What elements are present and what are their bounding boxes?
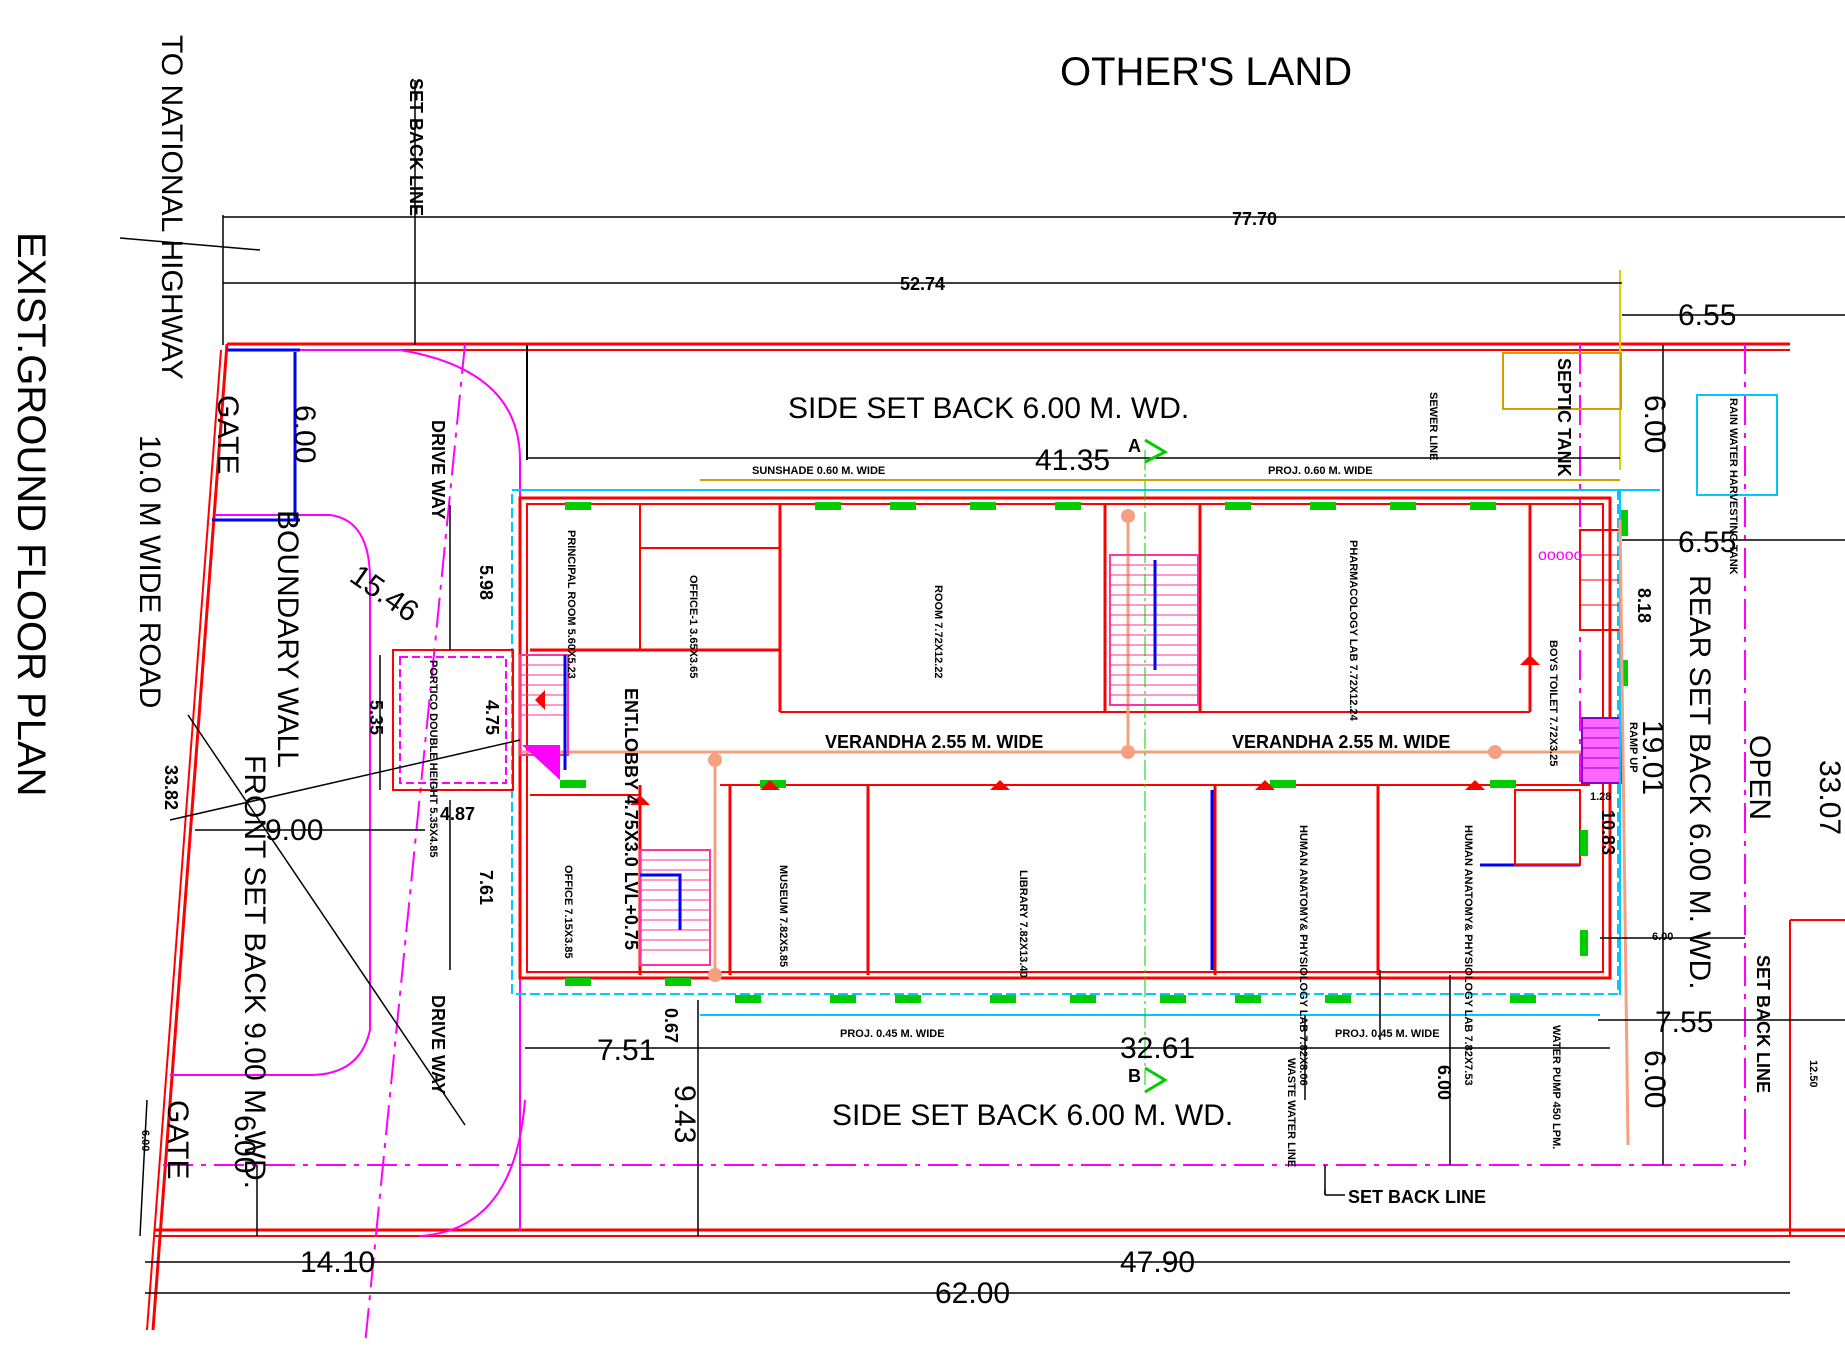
gate-bottom: GATE bbox=[161, 1100, 194, 1179]
proj-bottom-right: PROJ. 0.45 M. WIDE bbox=[1335, 1028, 1440, 1040]
proj-top: PROJ. 0.60 M. WIDE bbox=[1268, 465, 1373, 477]
section-a-arrow bbox=[1144, 438, 1169, 464]
dim-6-00-rear: 6.00 bbox=[1638, 395, 1671, 453]
dim-10-83: 10.83 bbox=[1598, 810, 1618, 855]
dim-12-50: 12.50 bbox=[1807, 1060, 1819, 1088]
plan-title: EXIST.GROUND FLOOR PLAN bbox=[9, 232, 53, 797]
dim-6-00-wall: 6.00 bbox=[1434, 1065, 1454, 1100]
dim-41-35: 41.35 bbox=[1035, 444, 1110, 477]
dim-7-51: 7.51 bbox=[597, 1034, 655, 1067]
site-boundary bbox=[146, 342, 1845, 1331]
drive-way-bottom: DRIVE WAY bbox=[428, 995, 448, 1094]
dim-6-00-bottom: 6.00 bbox=[1638, 1050, 1671, 1108]
dim-6-55-b: 6.55 bbox=[1678, 526, 1736, 559]
setback-lines bbox=[163, 343, 1746, 1346]
dim-62-00: 62.00 bbox=[935, 1277, 1010, 1310]
rain-water-tank: RAIN WATER HARVESTING TANK bbox=[1727, 398, 1739, 575]
drive-way-top: DRIVE WAY bbox=[428, 420, 448, 519]
dim-32-61: 32.61 bbox=[1120, 1032, 1195, 1065]
rain-water-box bbox=[1696, 394, 1778, 496]
dim-7-61: 7.61 bbox=[476, 870, 496, 905]
verandha-left: VERANDHA 2.55 M. WIDE bbox=[825, 732, 1043, 752]
dim-19-01: 19.01 bbox=[1636, 720, 1669, 795]
side-setback-bottom: SIDE SET BACK 6.00 M. WD. bbox=[832, 1099, 1233, 1132]
dim-5-35: 5.35 bbox=[366, 700, 386, 735]
open-label: OPEN bbox=[1743, 735, 1776, 820]
septic-tank-box bbox=[1502, 352, 1622, 410]
dim-6-00-gate: 6.00 bbox=[288, 405, 321, 463]
rear-setback: REAR SET BACK 6.00 M. WD. bbox=[1683, 575, 1716, 990]
sunshade: SUNSHADE 0.60 M. WIDE bbox=[752, 465, 885, 477]
dim-6-00-front: 6.00 bbox=[228, 1115, 261, 1173]
dim-8-18: 8.18 bbox=[1634, 588, 1654, 623]
setback-line-right: SET BACK LINE bbox=[1753, 955, 1773, 1093]
gate-arrows bbox=[212, 348, 300, 522]
room-room: ROOM 7.72X12.22 bbox=[932, 585, 944, 679]
room-library: LIBRARY 7.82X13.40 bbox=[1017, 870, 1029, 978]
boundary-wall: BOUNDARY WALL bbox=[271, 510, 304, 768]
section-b-arrow bbox=[1144, 1066, 1168, 1094]
room-hap1: HUMAN ANATOMY& PHYSIOLOGY LAB 7.82X8.06 bbox=[1297, 825, 1309, 1086]
side-setback-top: SIDE SET BACK 6.00 M. WD. bbox=[788, 392, 1189, 425]
dim-6-00-gate-bottom: 6.00 bbox=[139, 1130, 151, 1151]
road-label: 10.0 M WIDE ROAD bbox=[133, 435, 166, 708]
water-pump: WATER PUMP 450 LPM. bbox=[1550, 1025, 1562, 1149]
room-boys-toilet: BOYS TOILET 7.72X3.25 bbox=[1547, 640, 1559, 766]
front-setback: FRONT SET BACK 9.00 M. WD. bbox=[238, 755, 271, 1189]
room-hap2: HUMAN ANATOMY& PHYSIOLOGY LAB 7.82X7.53 bbox=[1462, 825, 1474, 1086]
setback-line-label-top: SET BACK LINE bbox=[406, 78, 426, 216]
svg-text:ooooo: ooooo bbox=[1538, 547, 1583, 564]
drive-way bbox=[170, 349, 526, 1237]
dim-52-74: 52.74 bbox=[900, 274, 945, 294]
dim-1-28: 1.28 bbox=[1590, 791, 1611, 803]
sewer-line: SEWER LINE bbox=[1427, 392, 1439, 460]
section-b: B bbox=[1128, 1066, 1141, 1086]
dim-5-98: 5.98 bbox=[476, 565, 496, 600]
room-office1: OFFICE-1 3.65X3.65 bbox=[687, 575, 699, 678]
room-principal: PRINCIPAL ROOM 5.60X5.23 bbox=[565, 530, 577, 679]
verandha-right: VERANDHA 2.55 M. WIDE bbox=[1232, 732, 1450, 752]
dim-0-67: 0.67 bbox=[661, 1008, 681, 1043]
room-pharmacology: PHARMACOLOGY LAB 7.72X12.24 bbox=[1347, 540, 1359, 722]
dim-47-90: 47.90 bbox=[1120, 1246, 1195, 1279]
door-markers bbox=[535, 655, 1540, 805]
dim-77-70: 77.70 bbox=[1232, 209, 1277, 229]
waste-water-line: WASTE WATER LINE bbox=[1285, 1058, 1297, 1167]
dim-7-55: 7.55 bbox=[1655, 1006, 1713, 1039]
room-museum: MUSEUM 7.82X5.85 bbox=[777, 865, 789, 967]
dim-4-75: 4.75 bbox=[482, 700, 502, 735]
dim-15-46: 15.46 bbox=[344, 559, 424, 629]
room-portico: PORTICO DOUBLE HEIGHT 5.35X4.85 bbox=[427, 660, 439, 857]
dim-9-43: 9.43 bbox=[668, 1085, 701, 1143]
dim-6-55-a: 6.55 bbox=[1678, 299, 1736, 332]
dim-14-10: 14.10 bbox=[300, 1246, 375, 1279]
ramp-up: RAMP UP bbox=[1627, 722, 1639, 773]
dim-33-82: 33.82 bbox=[161, 765, 181, 810]
proj-bottom-left: PROJ. 0.45 M. WIDE bbox=[840, 1028, 945, 1040]
others-land-label: OTHER'S LAND bbox=[1060, 50, 1352, 94]
room-entry: ENT.LOBBY 4.75X3.0 LVL+0.75 bbox=[621, 688, 641, 950]
dim-9-00: 9.00 bbox=[265, 814, 323, 847]
septic-tank: SEPTIC TANK bbox=[1554, 358, 1574, 477]
dim-33-07: 33.07 bbox=[1813, 760, 1845, 835]
room-office: OFFICE 7.15X3.85 bbox=[562, 865, 574, 959]
dim-4-87: 4.87 bbox=[440, 804, 475, 824]
highway-label: TO NATIONAL HIGHWAY bbox=[155, 35, 188, 379]
section-a: A bbox=[1128, 436, 1141, 456]
dimension-lines bbox=[119, 80, 1845, 1294]
gate-top: GATE bbox=[211, 395, 244, 474]
dim-6-00-side: 6.00 bbox=[1652, 931, 1673, 943]
setback-line-bottom: SET BACK LINE bbox=[1348, 1187, 1486, 1207]
